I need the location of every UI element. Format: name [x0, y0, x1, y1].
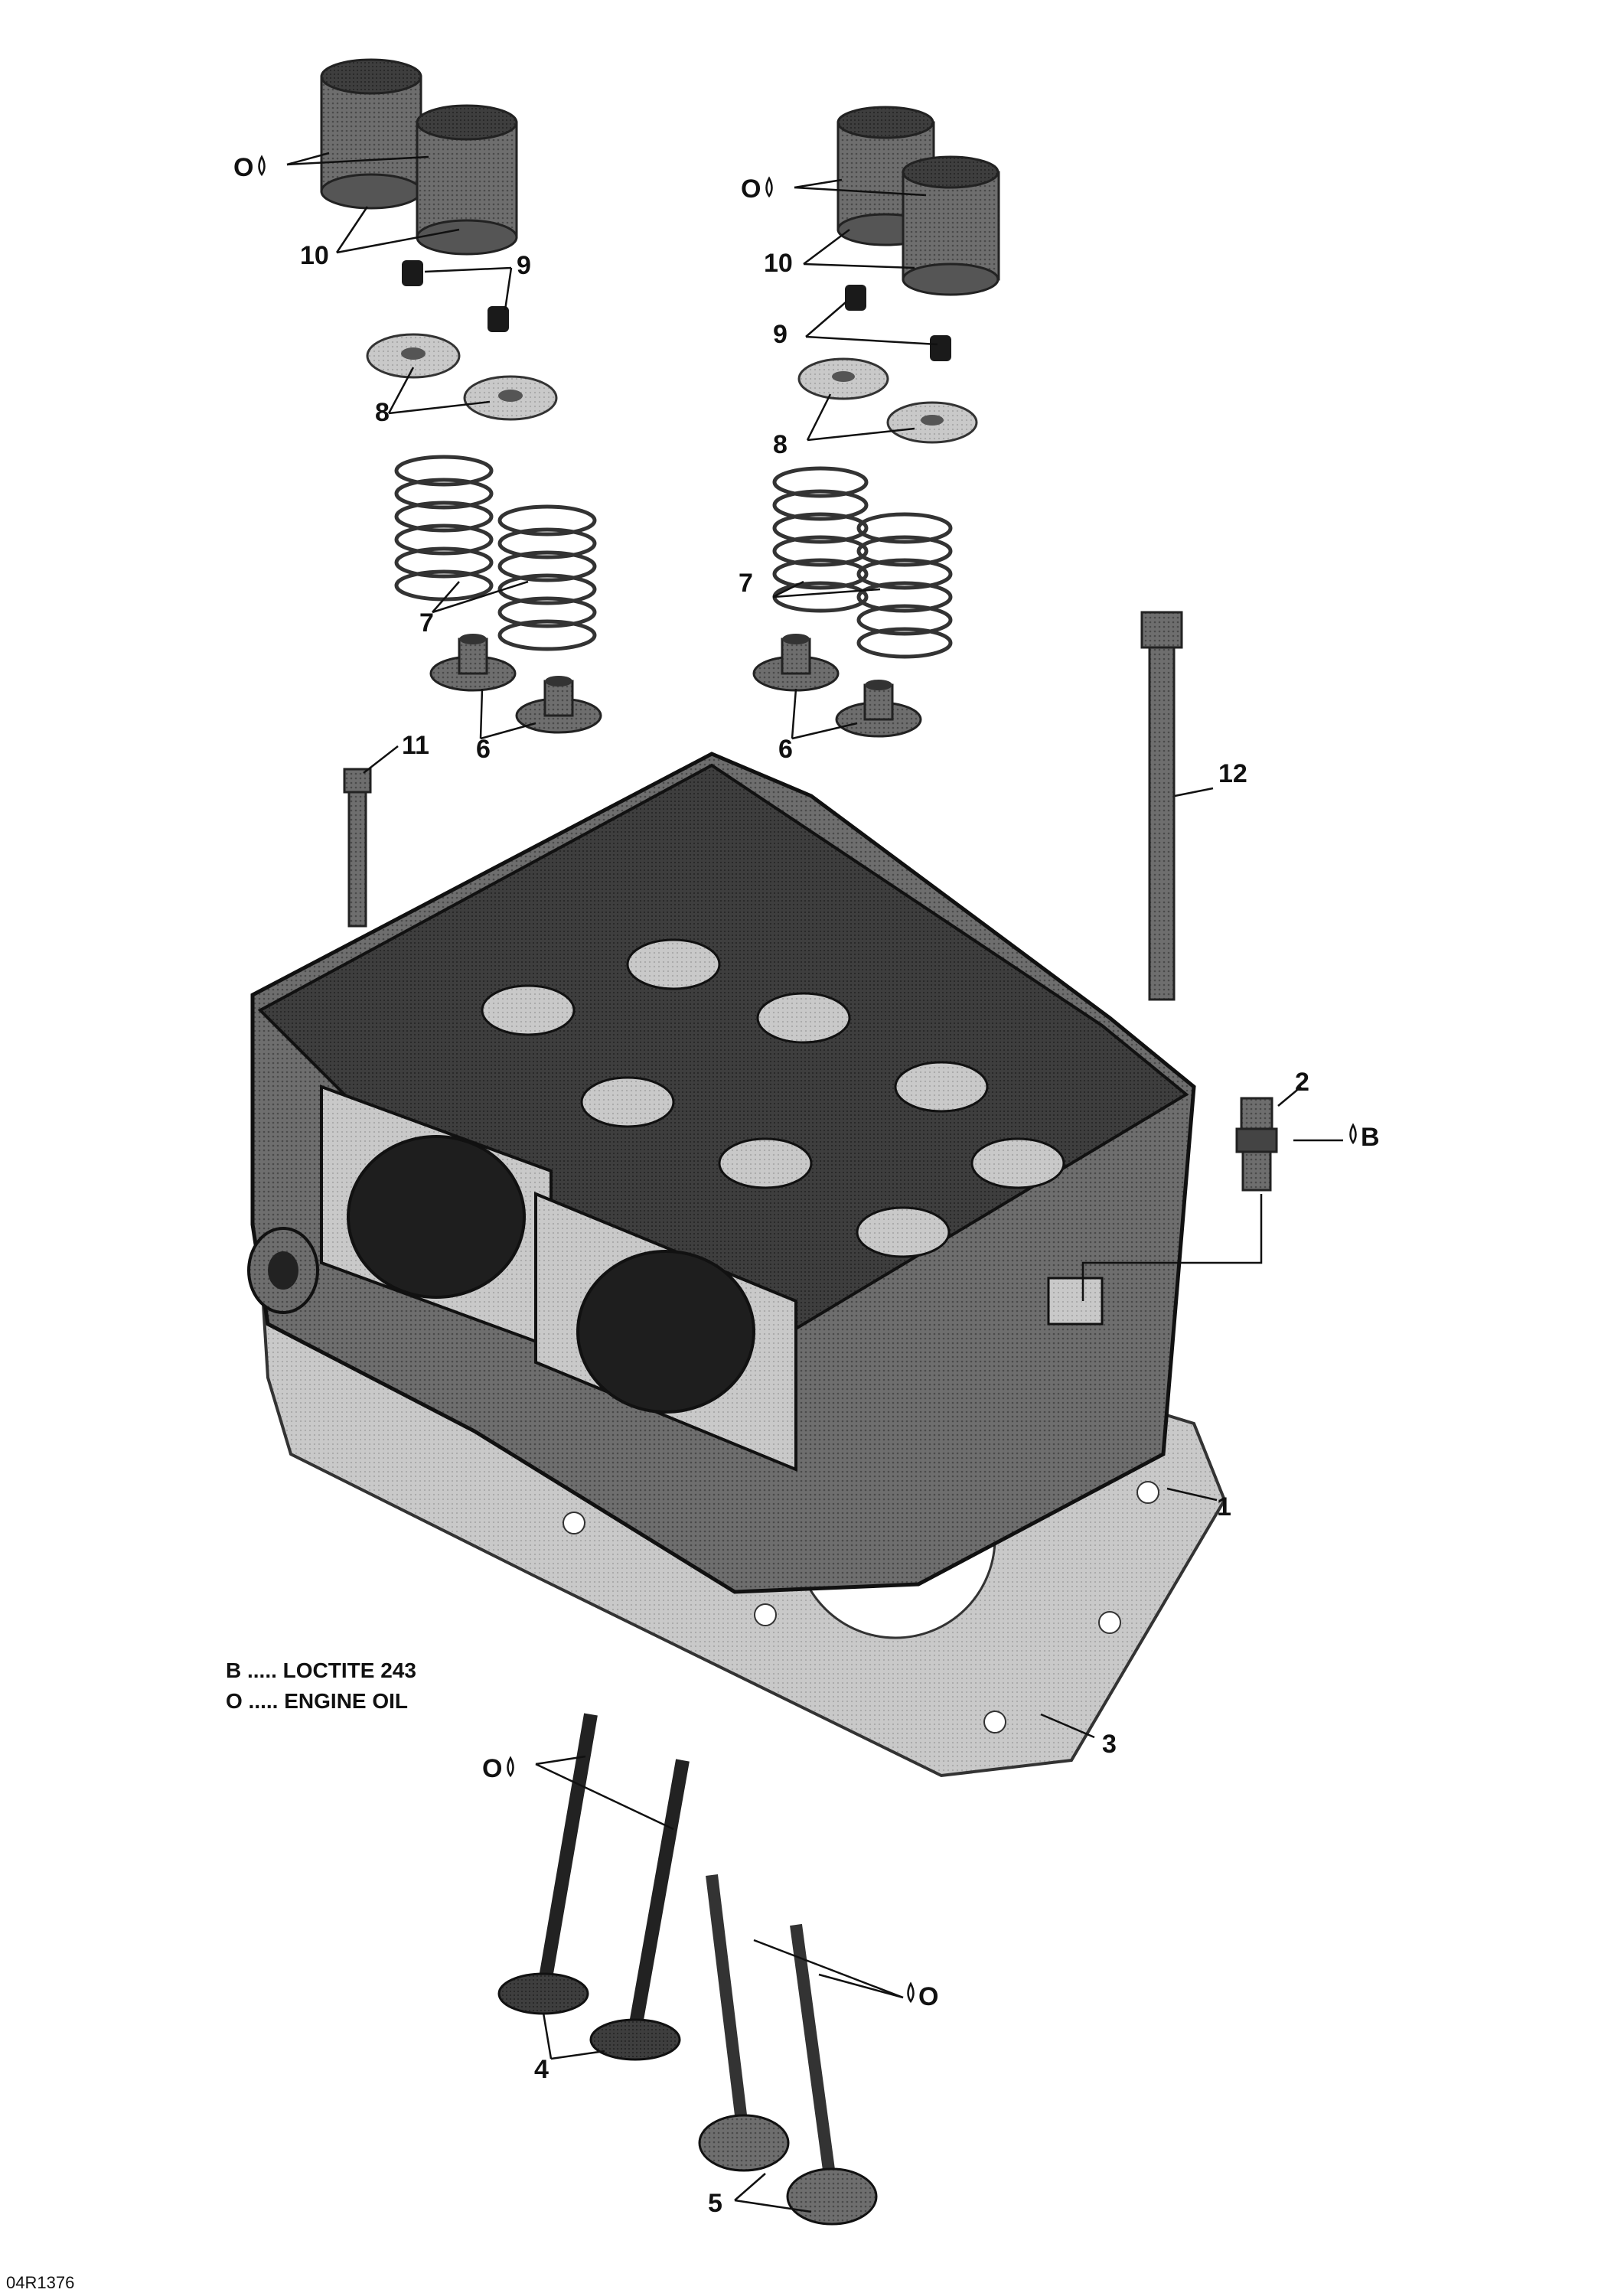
callout-12: 12 [1218, 759, 1247, 788]
loctite-symbol: B [1349, 1123, 1380, 1152]
exhaust-valves [497, 1713, 690, 2061]
oil-symbol-valves-right: O [907, 1981, 938, 2011]
material-symbols: O O B O O [233, 153, 1380, 2011]
leader-lines [286, 152, 1343, 2213]
legend-loctite: B ..... LOCTITE 243 [226, 1658, 416, 1682]
illustration-reference: 04R1376 [6, 2273, 74, 2292]
plug-2 [1235, 1097, 1278, 1192]
callout-8-left: 8 [375, 398, 390, 427]
svg-text:O: O [482, 1754, 502, 1783]
valve-stem-seals [429, 634, 922, 738]
callout-1: 1 [1217, 1492, 1231, 1521]
legend-engine-oil: O ..... ENGINE OIL [226, 1689, 408, 1713]
oil-symbol-valves-left: O [482, 1754, 514, 1783]
callout-7-right: 7 [739, 569, 753, 598]
callout-10-left: 10 [300, 241, 329, 270]
valve-cotters [402, 260, 951, 361]
tappet-left-1 [320, 58, 422, 210]
tappet-left-2 [416, 104, 518, 256]
intake-valves [698, 1874, 878, 2226]
callout-3: 3 [1102, 1730, 1117, 1759]
callout-2: 2 [1295, 1068, 1309, 1097]
svg-text:O: O [233, 153, 253, 182]
spring-retainers [366, 333, 978, 444]
intake-ports [320, 1084, 797, 1472]
callout-11: 11 [402, 731, 429, 760]
callout-labels: 10 9 8 7 6 11 10 9 8 7 6 12 2 1 3 4 5 [300, 241, 1309, 2218]
oil-symbol-top-right: O [741, 174, 773, 204]
screw-11 [343, 768, 372, 928]
svg-text:B: B [1361, 1123, 1380, 1152]
callout-6-right: 6 [778, 735, 793, 764]
valve-springs [394, 455, 953, 659]
callout-9-left: 9 [517, 251, 531, 280]
callout-7-left: 7 [419, 608, 434, 638]
callout-6-left: 6 [476, 735, 491, 764]
callout-10-right: 10 [764, 249, 793, 278]
oil-symbol-top-left: O [233, 153, 266, 182]
callout-9-right: 9 [773, 320, 788, 349]
callout-4: 4 [534, 2055, 549, 2084]
callout-8-right: 8 [773, 430, 788, 459]
tappet-right-2 [902, 155, 1000, 296]
legend: B ..... LOCTITE 243 O ..... ENGINE OIL [226, 1658, 416, 1713]
callout-5: 5 [708, 2189, 722, 2218]
screw-12 [1140, 611, 1183, 1001]
svg-text:O: O [741, 174, 761, 204]
svg-text:O: O [918, 1982, 938, 2011]
cylinder-head [247, 752, 1196, 1594]
